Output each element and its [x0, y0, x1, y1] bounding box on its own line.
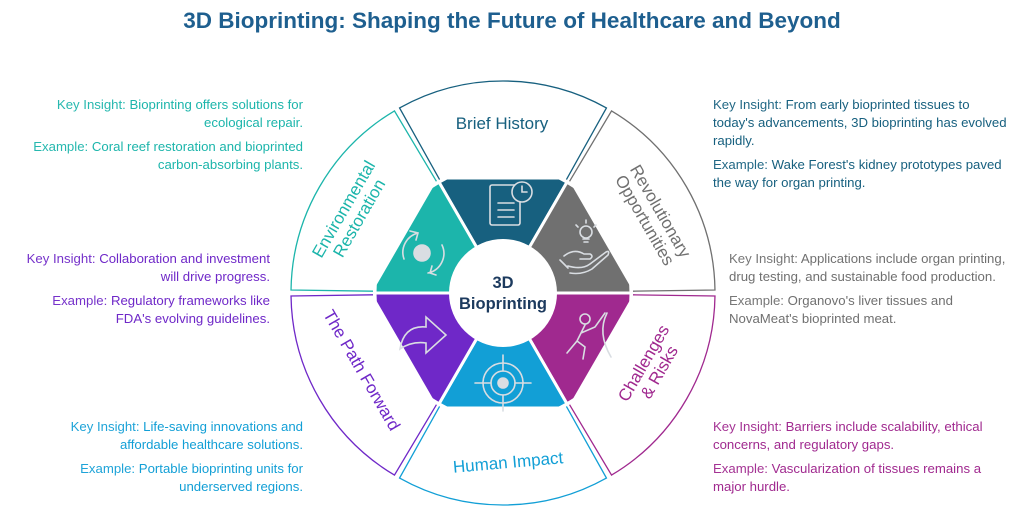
- challenges-example: Vascularization of tissues remains a maj…: [713, 461, 982, 494]
- climbing-person-icon: [566, 312, 612, 360]
- page-title: 3D Bioprinting: Shaping the Future of He…: [183, 8, 841, 33]
- history-info: Key Insight: From early bioprinted tissu…: [713, 96, 1013, 198]
- key-insight-label: Key Insight:: [713, 97, 782, 112]
- outer-segment-human: [398, 406, 608, 506]
- human-example: Portable bioprinting units for underserv…: [138, 461, 303, 494]
- outer-segment-environment: [290, 110, 437, 292]
- example-label: Example:: [729, 293, 784, 308]
- key-insight-label: Key Insight:: [26, 251, 96, 266]
- key-insight-label: Key Insight:: [70, 419, 140, 434]
- human-info: Key Insight: Life-saving innovations and…: [23, 418, 303, 502]
- center-label-line2: Bioprinting: [459, 295, 547, 313]
- example-label: Example:: [52, 293, 108, 308]
- revolutionary-example: Organovo's liver tissues and NovaMeat's …: [729, 293, 953, 326]
- segment-label-history: Brief History: [456, 114, 549, 133]
- center-circle: [449, 239, 557, 347]
- human-insight: Life-saving innovations and affordable h…: [119, 419, 303, 452]
- outer-segment-challenges: [569, 294, 716, 476]
- outer-segment-path: [290, 294, 437, 476]
- outer-segment-history: [398, 80, 608, 180]
- environment-insight: Bioprinting offers solutions for ecologi…: [129, 97, 304, 130]
- key-insight-label: Key Insight:: [56, 97, 126, 112]
- example-label: Example:: [33, 139, 89, 154]
- revolutionary-info: Key Insight: Applications include organ …: [729, 250, 1019, 334]
- recycle-leaf-icon: [402, 230, 445, 276]
- environment-info: Key Insight: Bioprinting offers solution…: [13, 96, 303, 180]
- history-example: Wake Forest's kidney prototypes paved th…: [713, 157, 1002, 190]
- challenges-info: Key Insight: Barriers include scalabilit…: [713, 418, 1003, 502]
- example-label: Example:: [80, 461, 136, 476]
- path-example: Regulatory frameworks like FDA's evolvin…: [110, 293, 270, 326]
- forward-arrow-icon: [398, 315, 448, 355]
- challenges-insight: Barriers include scalability, ethical co…: [713, 419, 983, 452]
- revolutionary-insight: Applications include organ printing, dru…: [729, 251, 1006, 284]
- hand-lightbulb-icon: [559, 219, 610, 275]
- environment-example: Coral reef restoration and bioprinted ca…: [91, 139, 303, 172]
- document-clock-icon: [489, 181, 533, 226]
- path-info: Key Insight: Collaboration and investmen…: [20, 250, 270, 334]
- example-label: Example:: [713, 157, 768, 172]
- key-insight-label: Key Insight:: [729, 251, 798, 266]
- target-check-icon: [474, 354, 532, 412]
- path-insight: Collaboration and investment will drive …: [99, 251, 270, 284]
- history-insight: From early bioprinted tissues to today's…: [713, 97, 1007, 148]
- example-label: Example:: [713, 461, 768, 476]
- outer-segment-revolutionary: [569, 110, 716, 292]
- center-label-line1: 3D: [492, 274, 513, 292]
- key-insight-label: Key Insight:: [713, 419, 782, 434]
